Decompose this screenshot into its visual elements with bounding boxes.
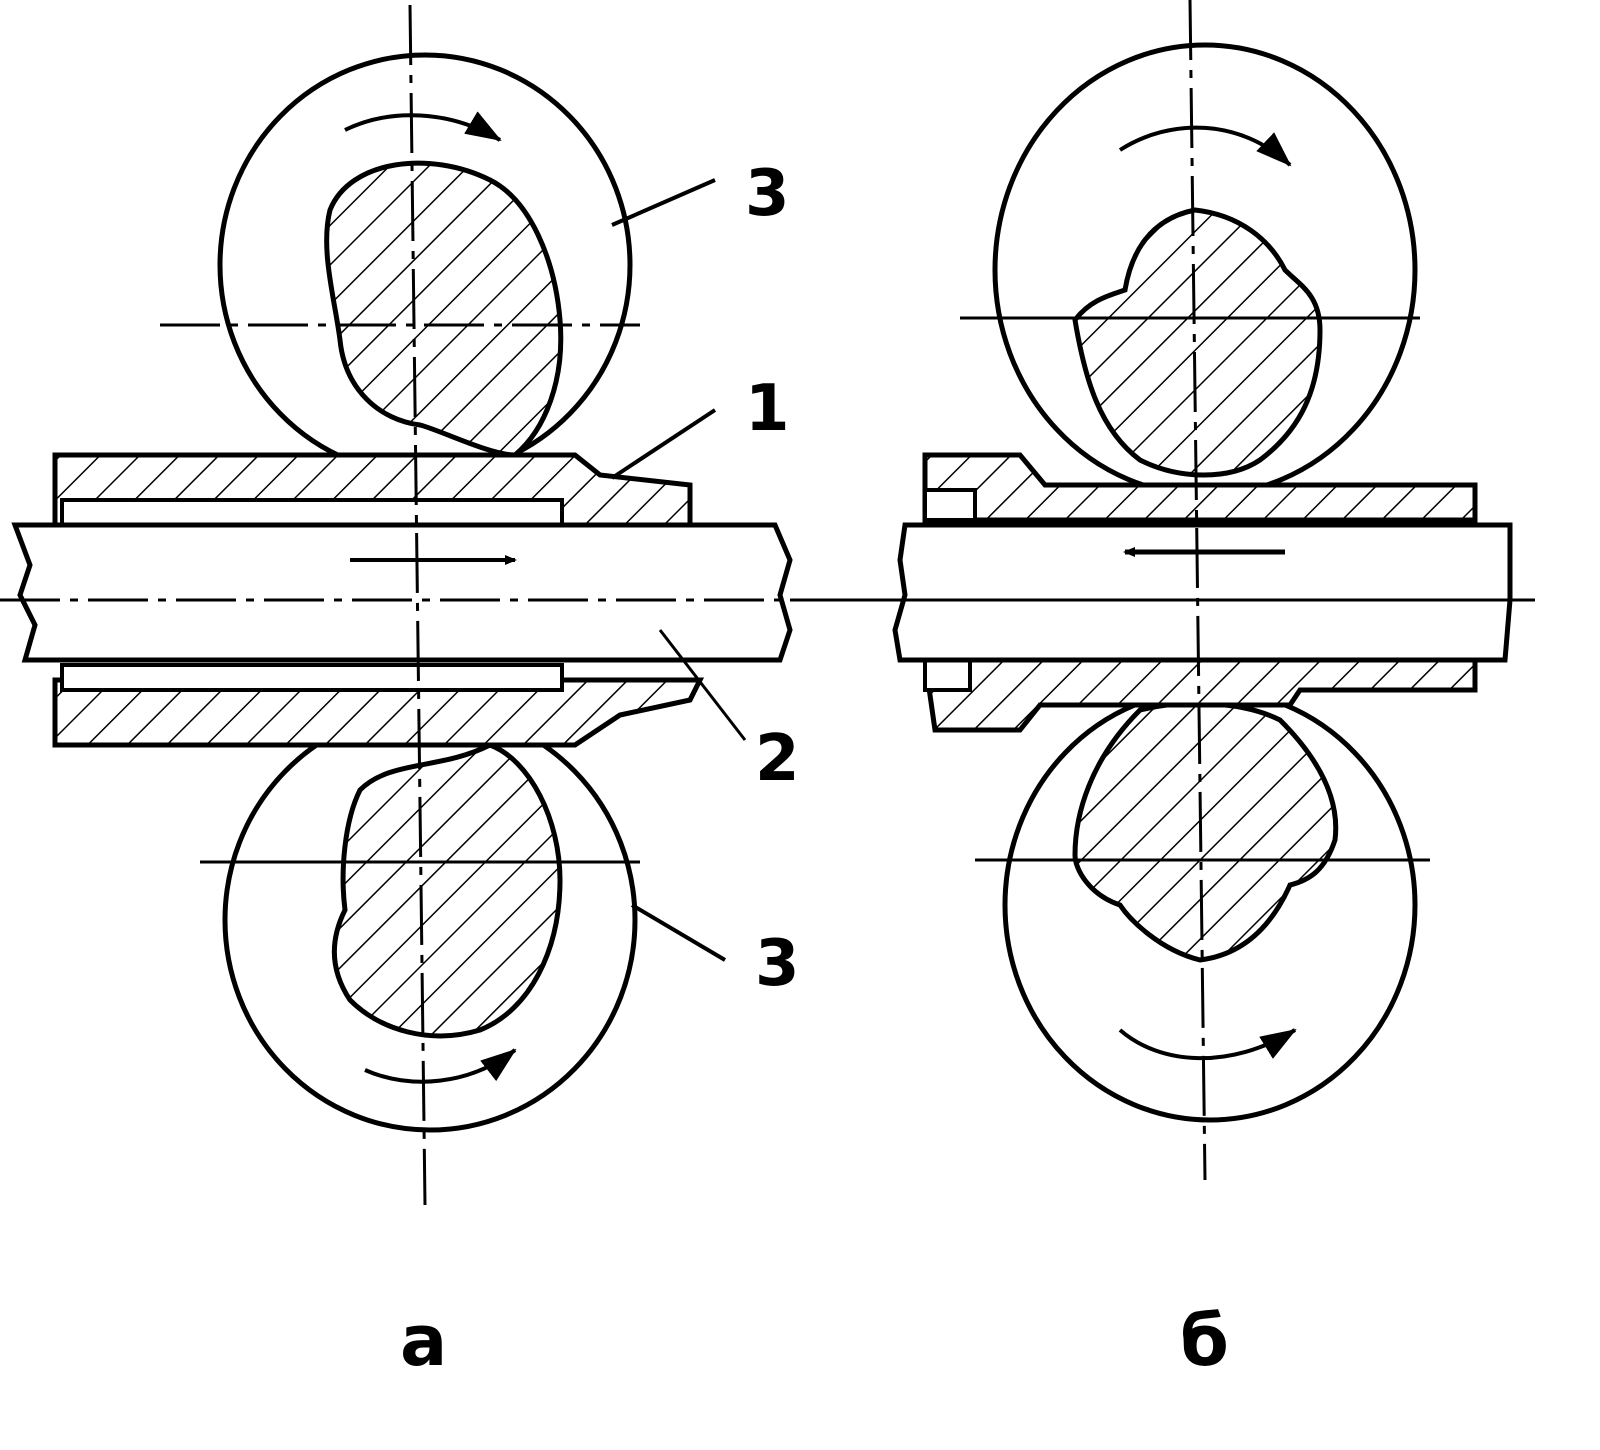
top-roll-hub-a bbox=[324, 160, 564, 458]
rotation-arrow-top-a bbox=[344, 111, 502, 142]
mandrel-a bbox=[11, 522, 793, 663]
view-a: 3 1 2 3 а bbox=[0, 4, 800, 1382]
caption-b: б bbox=[1180, 1300, 1229, 1382]
caption-a: а bbox=[400, 1300, 447, 1382]
mandrel-b bbox=[892, 522, 1513, 663]
bottom-roll-hub-b bbox=[1072, 700, 1339, 963]
top-roll-hub-b bbox=[1072, 207, 1323, 478]
callout-1: 1 bbox=[745, 372, 790, 446]
callout-3-top: 3 bbox=[745, 157, 790, 231]
rotation-arrow-bottom-a bbox=[364, 1048, 517, 1084]
callout-3-bottom: 3 bbox=[755, 927, 800, 1001]
rotation-arrow-bottom-b bbox=[1118, 1028, 1297, 1061]
view-b: б bbox=[790, 0, 1535, 1382]
rotation-arrow-top-b bbox=[1118, 125, 1292, 167]
bottom-roll-hub-a bbox=[331, 742, 563, 1039]
callout-2: 2 bbox=[755, 722, 800, 796]
